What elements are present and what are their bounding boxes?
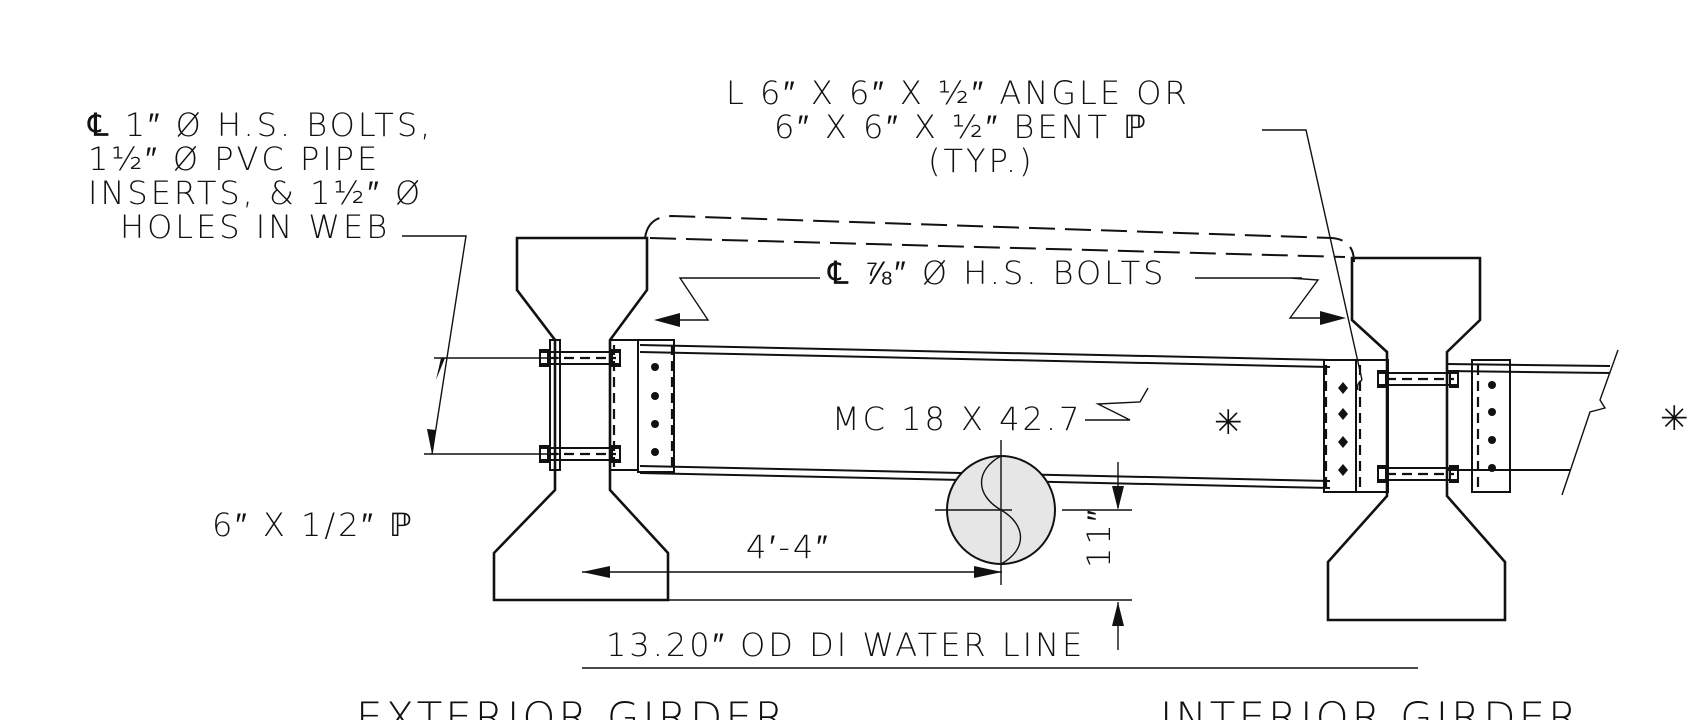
channel-continuation — [1446, 349, 1619, 496]
note-line: L 6″ X 6″ X ½″ ANGLE OR — [726, 74, 1190, 112]
angle-leader — [1262, 129, 1363, 391]
exterior-girder-outline — [492, 236, 670, 602]
note-line: 1½″ Ø PVC PIPE — [88, 140, 380, 178]
note-line: HOLES IN WEB — [120, 208, 390, 246]
dimension-11-label: 11″ — [1080, 507, 1118, 568]
right-girder-angle — [1471, 359, 1511, 493]
bolts-78-leader — [654, 277, 1346, 327]
asterisk-right: ✳ — [1660, 399, 1692, 439]
note-line: 6″ X 6″ X ½″ BENT ℙ — [774, 108, 1149, 146]
dashed-guide-lower — [649, 237, 1346, 258]
channel-label: MC 18 X 42.7 — [832, 400, 1082, 438]
interior-girder-title: INTERIOR GIRDER — [1160, 693, 1580, 720]
bolt-spacing-dimension — [402, 235, 560, 455]
water-line-label: 13.20″ OD DI WATER LINE — [606, 626, 1085, 664]
water-line-pipe — [935, 440, 1056, 585]
interior-girder-outline — [1326, 256, 1507, 622]
plate-label: 6″ X 1/2″ ℙ — [212, 506, 414, 544]
dimension-11 — [580, 462, 1132, 650]
dimension-4-4-label: 4′-4″ — [746, 528, 831, 566]
note-line: (TYP.) — [928, 142, 1035, 180]
dimension-4-4 — [582, 566, 1002, 578]
left-web-plate — [549, 339, 561, 471]
note-line: INSERTS, & 1½″ Ø — [88, 174, 423, 212]
exterior-girder-title: EXTERIOR GIRDER — [356, 693, 787, 720]
note-line: ℄ 1″ Ø H.S. BOLTS, — [87, 106, 433, 144]
asterisk-mid: ✳ — [1214, 403, 1246, 443]
dashed-guide — [644, 214, 1355, 263]
bolts-78-label: ℄ ⅞″ Ø H.S. BOLTS — [827, 254, 1166, 292]
bolts-1in-note: ℄ 1″ Ø H.S. BOLTS, 1½″ Ø PVC PIPE INSERT… — [87, 106, 433, 246]
left-through-bolts — [539, 349, 621, 463]
right-through-bolts — [1377, 370, 1459, 483]
channel-leader — [1085, 387, 1149, 421]
angle-note: L 6″ X 6″ X ½″ ANGLE OR 6″ X 6″ X ½″ BEN… — [726, 74, 1190, 180]
right-connection-angle — [1323, 359, 1389, 493]
